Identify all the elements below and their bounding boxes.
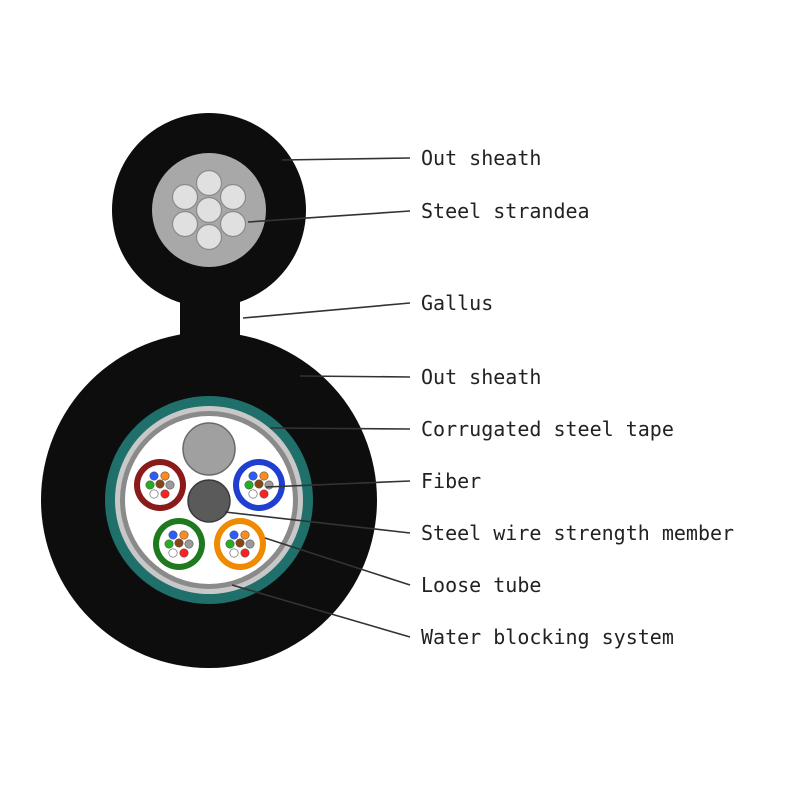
leader-steel-strandea: [247, 210, 411, 223]
label-corrugated-steel-tape: Corrugated steel tape: [421, 417, 674, 441]
label-out-sheath-main: Out sheath: [421, 365, 542, 389]
fiber: [240, 530, 250, 540]
steel-wire-6: [171, 210, 199, 238]
leader-corrugated-steel-tape: [269, 427, 411, 430]
fiber: [225, 539, 235, 549]
fiber: [168, 548, 178, 558]
leader-water-blocking-system: [231, 584, 411, 638]
label-gallus: Gallus: [421, 291, 494, 315]
steel-wire-5: [195, 223, 223, 251]
leader-steel-wire-strength-member: [224, 511, 411, 534]
fiber: [254, 479, 264, 489]
label-steel-strandea: Steel strandea: [421, 199, 590, 223]
fiber: [179, 530, 189, 540]
fiber: [240, 548, 250, 558]
fiber: [264, 480, 274, 490]
leader-gallus: [242, 302, 411, 319]
steel-wire-7: [171, 183, 199, 211]
fiber: [245, 539, 255, 549]
label-loose-tube: Loose tube: [421, 573, 542, 597]
fiber: [145, 480, 155, 490]
label-fiber: Fiber: [421, 469, 482, 493]
fiber: [155, 479, 165, 489]
steel-wire-4: [219, 210, 247, 238]
steel-wire-2: [195, 169, 223, 197]
leader-loose-tube: [264, 537, 411, 586]
leader-fiber: [265, 480, 411, 488]
fiber: [179, 548, 189, 558]
central-strength-member: [187, 479, 231, 523]
fiber: [149, 489, 159, 499]
fiber: [229, 530, 239, 540]
fiber: [160, 471, 170, 481]
fiber: [160, 489, 170, 499]
fiber: [165, 480, 175, 490]
fiber: [244, 480, 254, 490]
fiber: [174, 538, 184, 548]
fiber: [259, 489, 269, 499]
fiber: [164, 539, 174, 549]
filler-rod: [182, 422, 236, 476]
fiber: [229, 548, 239, 558]
label-steel-wire-strength-member: Steel wire strength member: [421, 521, 735, 545]
leader-out-sheath-main: [299, 375, 411, 378]
fiber: [235, 538, 245, 548]
fiber: [259, 471, 269, 481]
fiber: [248, 489, 258, 499]
leader-out-sheath-top: [281, 157, 411, 161]
fiber: [184, 539, 194, 549]
label-out-sheath-top: Out sheath: [421, 146, 542, 170]
label-water-blocking-system: Water blocking system: [421, 625, 674, 649]
fiber: [168, 530, 178, 540]
steel-wire-1: [195, 196, 223, 224]
fiber: [248, 471, 258, 481]
steel-wire-3: [219, 183, 247, 211]
fiber: [149, 471, 159, 481]
